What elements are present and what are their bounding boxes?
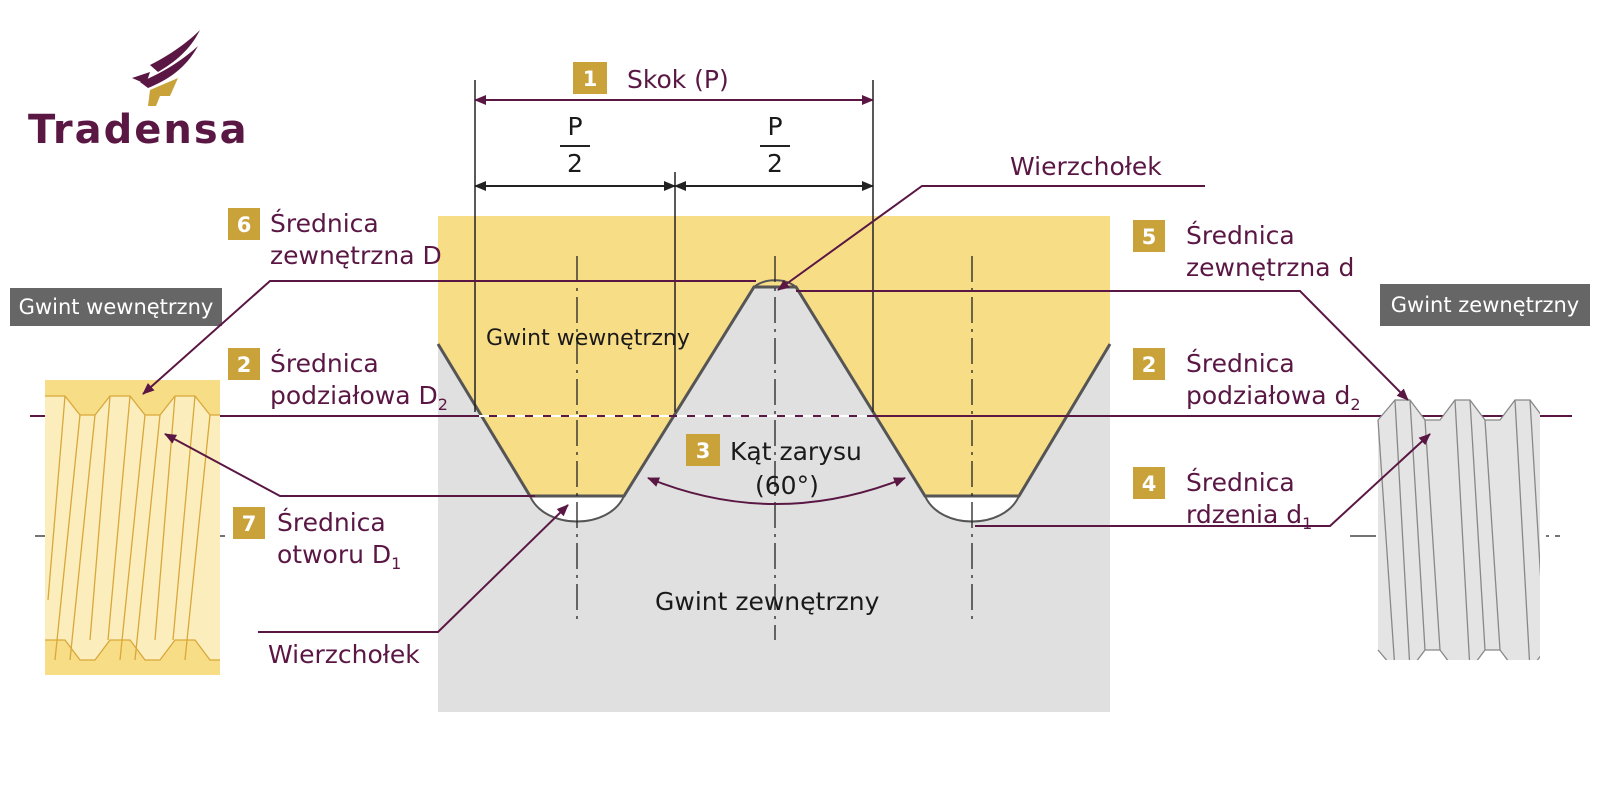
thread-profile — [436, 216, 1112, 712]
region-label-external: Gwint zewnętrzny — [655, 587, 880, 616]
badge-2-right-number: 2 — [1142, 353, 1157, 377]
crest-bottom-callout: Wierzchołek — [258, 504, 569, 669]
angle-label-line1: Kąt zarysu — [730, 437, 862, 466]
minor-d1-line2: rdzenia d1 — [1186, 500, 1312, 533]
external-thread-sidebar: Gwint zewnętrzny — [1377, 284, 1590, 660]
crest-top-callout: Wierzchołek — [777, 152, 1205, 291]
outer-d-line2: zewnętrzna d — [1186, 253, 1354, 282]
half-pitch-left-numerator: P — [567, 112, 582, 141]
badge-6-number: 6 — [237, 213, 252, 237]
badge-5-number: 5 — [1142, 225, 1157, 249]
badge-1 — [573, 62, 607, 94]
callout-pitch-d2: 2 Średnica podziałowa d2 — [1133, 348, 1361, 414]
badge-4 — [1133, 467, 1165, 499]
logo-icon — [132, 30, 200, 106]
pitch-D2-line1: Średnica — [270, 348, 379, 378]
half-pitch-right-numerator: P — [767, 112, 782, 141]
callout-outer-D: 6 Średnica zewnętrzna D — [142, 208, 756, 395]
minor-D1-line2: otworu D1 — [277, 540, 401, 573]
side-label-internal: Gwint wewnętrzny — [19, 295, 214, 319]
external-thread-image — [1377, 399, 1540, 660]
pitch-d2-line1: Średnica — [1186, 348, 1295, 378]
crest-top-label: Wierzchołek — [1010, 152, 1162, 181]
badge-3-number: 3 — [696, 439, 711, 463]
side-label-external-bg — [1380, 284, 1590, 326]
badge-4-number: 4 — [1142, 472, 1157, 496]
pitch-dimension: 1 Skok (P) — [474, 62, 874, 105]
badge-3 — [686, 434, 720, 466]
outer-D-line1: Średnica — [270, 208, 379, 238]
badge-2-left — [228, 348, 260, 380]
angle-label-line2: (60°) — [755, 471, 819, 500]
internal-thread-image — [45, 380, 220, 675]
outer-D-line2: zewnętrzna D — [270, 241, 442, 270]
half-pitch-left-denominator: 2 — [567, 149, 583, 178]
callout-pitch-D2: 2 Średnica podziałowa D2 — [228, 348, 448, 414]
side-label-external: Gwint zewnętrzny — [1391, 293, 1579, 317]
minor-d1-line1: Średnica — [1186, 467, 1295, 497]
pitch-D2-line2: podziałowa D2 — [270, 381, 448, 414]
badge-6 — [228, 208, 260, 240]
pitch-d2-line2: podziałowa d2 — [1186, 381, 1361, 414]
badge-7-number: 7 — [242, 512, 257, 536]
badge-2-right — [1133, 348, 1165, 380]
badge-1-number: 1 — [583, 67, 598, 91]
half-pitch-dimensions: P 2 P 2 — [474, 112, 874, 191]
extension-lines — [474, 80, 874, 412]
region-label-internal: Gwint wewnętrzny — [486, 326, 690, 351]
minor-D1-line1: Średnica — [277, 507, 386, 537]
angle-callout: 3 Kąt zarysu (60°) — [647, 434, 906, 505]
badge-7 — [233, 507, 265, 539]
half-pitch-right-denominator: 2 — [767, 149, 783, 178]
badge-5 — [1133, 220, 1165, 252]
callout-minor-D1: 7 Średnica otworu D1 — [164, 433, 535, 573]
internal-thread-sidebar: Gwint wewnętrzny — [10, 288, 222, 675]
callout-outer-d: 5 Średnica zewnętrzna d — [796, 220, 1409, 401]
badge-2-left-number: 2 — [237, 353, 252, 377]
pitch-label: Skok (P) — [627, 65, 729, 94]
outer-d-line1: Średnica — [1186, 220, 1295, 250]
side-label-internal-bg — [10, 288, 222, 326]
brand-logo: Tradensa — [28, 30, 249, 153]
crest-bottom-label: Wierzchołek — [268, 640, 420, 669]
brand-name: Tradensa — [28, 107, 249, 153]
callout-minor-d1: 4 Średnica rdzenia d1 — [975, 433, 1431, 533]
